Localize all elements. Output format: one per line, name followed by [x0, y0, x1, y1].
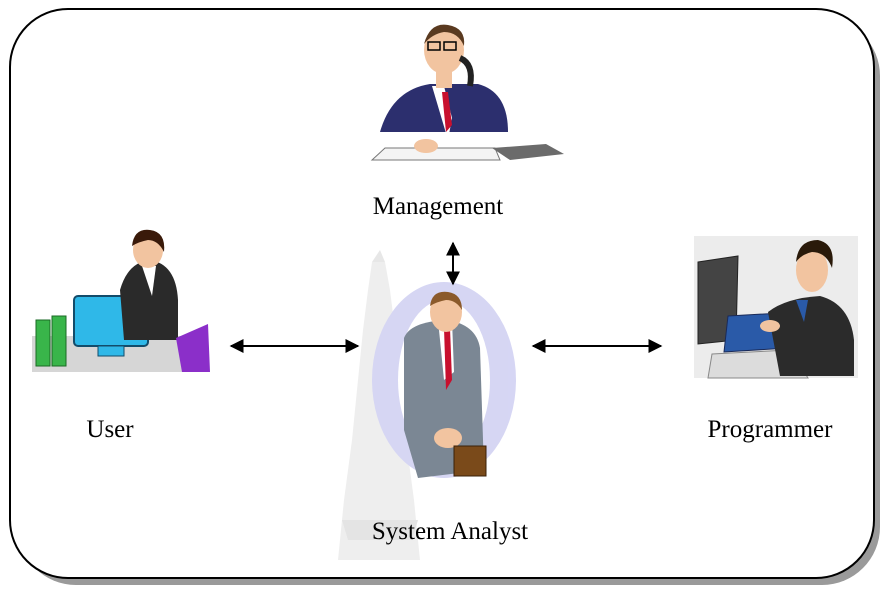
user-at-computer-icon [32, 229, 210, 372]
programmer-at-computer-icon [694, 236, 858, 379]
analyst-handshake-icon [404, 291, 487, 478]
system-analyst-label: System Analyst [372, 518, 528, 545]
management-label: Management [373, 193, 504, 220]
programmer-label: Programmer [708, 416, 834, 443]
manager-on-phone-icon [370, 24, 564, 161]
user-label: User [86, 416, 134, 443]
